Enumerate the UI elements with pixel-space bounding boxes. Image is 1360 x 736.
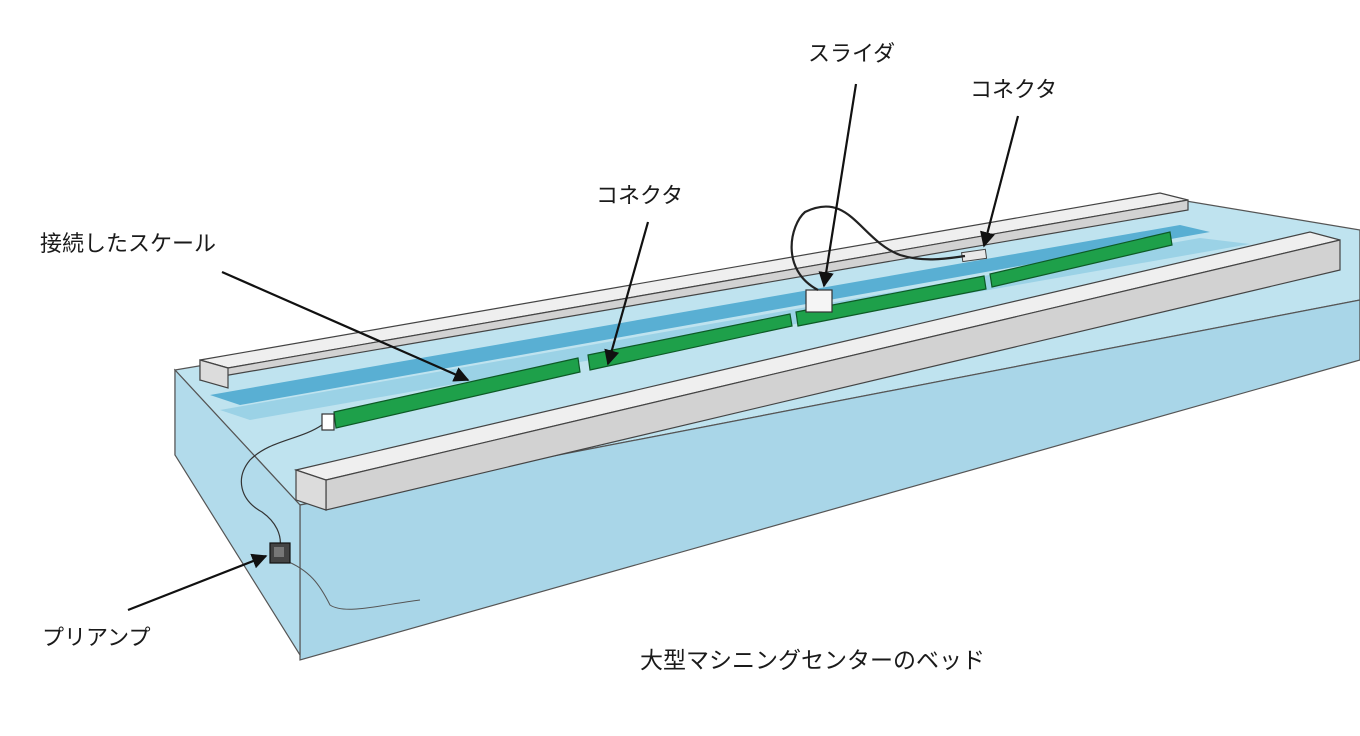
slider-cable xyxy=(790,205,966,291)
scale-end-cap xyxy=(321,413,335,431)
rail-front-left xyxy=(295,469,327,511)
preamp-box-face xyxy=(274,547,284,557)
scale-segment-4 xyxy=(989,231,1173,288)
groove-stripe xyxy=(210,225,1210,405)
scale-segment-3 xyxy=(795,275,987,327)
scale-segment-1 xyxy=(333,357,581,429)
arrow-connector-right xyxy=(980,115,1020,248)
arrow-preamp xyxy=(127,553,268,612)
slider-block xyxy=(805,289,833,313)
label-preamp: プリアンプ xyxy=(42,626,151,651)
label-slider: スライダ xyxy=(808,42,896,67)
label-connector-right: コネクタ xyxy=(970,78,1058,103)
preamp-cable-out xyxy=(283,559,421,610)
arrow-connected-scale xyxy=(221,270,470,382)
arrow-connector-middle xyxy=(604,221,650,366)
rail-back-left xyxy=(199,359,229,389)
diagram-caption: 大型マシニングセンターのベッド xyxy=(640,648,985,674)
preamp-cable xyxy=(240,424,323,549)
arrow-slider xyxy=(818,83,858,288)
scale-assembly xyxy=(321,231,1173,431)
scale-segment-2 xyxy=(587,313,793,371)
bed-left-face xyxy=(174,368,301,658)
label-connector-middle: コネクタ xyxy=(596,184,684,209)
label-connected-scale: 接続したスケール xyxy=(40,232,217,257)
